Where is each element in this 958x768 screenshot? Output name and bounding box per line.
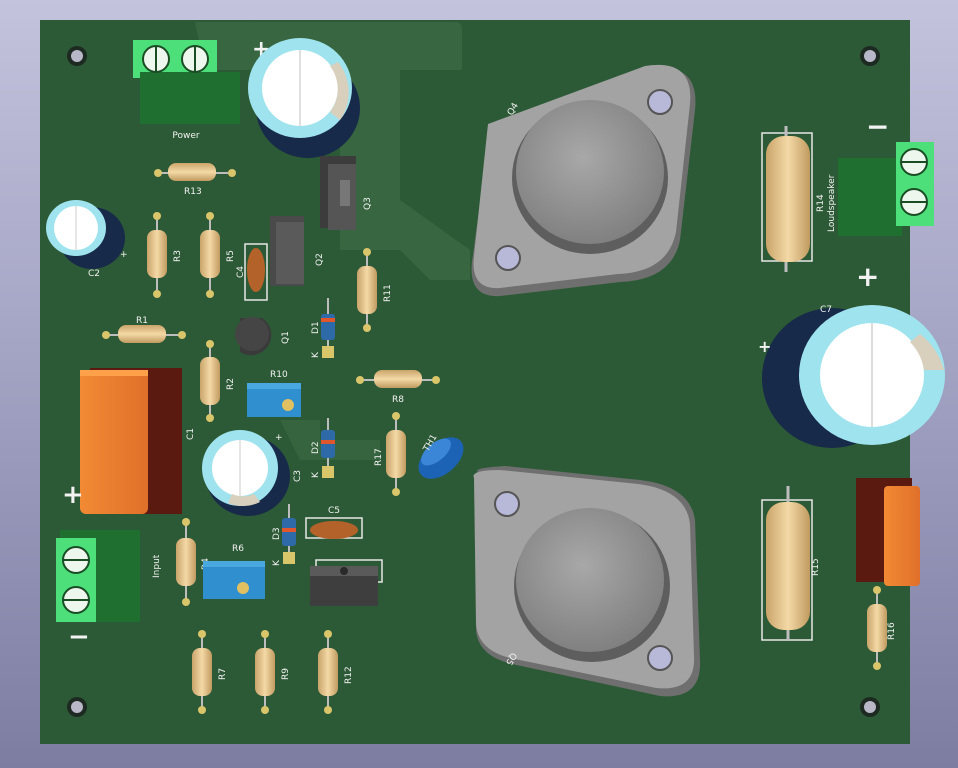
- power-label: Power: [172, 131, 200, 141]
- c7-label: C7: [820, 305, 832, 315]
- resistor-r16[interactable]: [867, 586, 887, 670]
- d1-label: D1: [311, 321, 321, 334]
- r8-label: R8: [392, 395, 404, 405]
- power-transistor-q5[interactable]: [473, 466, 701, 697]
- c2-plus: +: [120, 250, 128, 260]
- resistor-r9[interactable]: [255, 630, 275, 714]
- r13-label: R13: [184, 187, 202, 197]
- transistor-q1[interactable]: [235, 317, 272, 356]
- q3-label: Q3: [363, 197, 373, 210]
- capacitor-c5[interactable]: [305, 517, 363, 539]
- transistor-bottom[interactable]: [310, 559, 383, 606]
- capacitor-c4[interactable]: [244, 243, 268, 301]
- loudspeaker-minus-mark: −: [866, 110, 889, 143]
- c5-label: C5: [328, 506, 340, 516]
- r7-label: R7: [218, 668, 228, 680]
- r6-label: R6: [232, 544, 244, 554]
- transistor-q3[interactable]: [320, 156, 356, 230]
- mounting-holes: [67, 46, 880, 717]
- resistor-r2[interactable]: [200, 340, 220, 422]
- r9-label: R9: [281, 668, 291, 680]
- r17-label: R17: [374, 448, 384, 466]
- power-transistor-q4[interactable]: [471, 64, 696, 297]
- r10-label: R10: [270, 370, 288, 380]
- d3-label: D3: [272, 527, 282, 540]
- c2-label: C2: [88, 269, 100, 279]
- diode-d3[interactable]: [282, 504, 296, 564]
- thermistor-th1[interactable]: [411, 429, 471, 487]
- capacitor-c7[interactable]: [762, 305, 945, 448]
- r15-label: R15: [811, 558, 821, 576]
- input-terminal-block[interactable]: [56, 530, 140, 622]
- input-minus-mark: −: [68, 622, 90, 652]
- c1-plus-mark: +: [62, 480, 84, 510]
- resistor-r5[interactable]: [200, 212, 220, 298]
- transistor-q2[interactable]: [270, 216, 304, 286]
- loudspeaker-plus-mark: +: [856, 260, 879, 293]
- r2-label: R2: [226, 378, 236, 390]
- r3-label: R3: [173, 250, 183, 262]
- resistor-r14[interactable]: [761, 126, 813, 272]
- c4-label: C4: [236, 266, 246, 278]
- resistor-r17[interactable]: [386, 412, 406, 496]
- capacitor-right-film[interactable]: [856, 478, 920, 586]
- resistor-r11[interactable]: [357, 248, 377, 332]
- input-label: Input: [152, 554, 162, 578]
- trimmer-r6[interactable]: [203, 561, 265, 599]
- resistor-r1[interactable]: [102, 325, 186, 343]
- resistor-r15[interactable]: [761, 486, 813, 641]
- q1-label: Q1: [281, 331, 291, 344]
- r1-label: R1: [136, 316, 148, 326]
- capacitor-c2[interactable]: [46, 200, 125, 269]
- r11-label: R11: [383, 284, 393, 302]
- resistor-r3[interactable]: [147, 212, 167, 298]
- r16-label: R16: [887, 622, 897, 640]
- q2-label: Q2: [315, 253, 325, 266]
- resistor-r13[interactable]: [154, 163, 236, 181]
- resistor-r7[interactable]: [192, 630, 212, 714]
- diode-d1[interactable]: [321, 298, 335, 358]
- loudspeaker-terminal-block[interactable]: [838, 142, 934, 236]
- r14-label: R14: [816, 194, 826, 212]
- c3-label: C3: [293, 470, 303, 482]
- capacitor-c3[interactable]: [202, 430, 290, 516]
- r12-label: R12: [344, 666, 354, 684]
- d2-k-label: K: [311, 471, 321, 478]
- trimmer-r10[interactable]: [247, 383, 301, 417]
- resistor-r4[interactable]: [176, 518, 196, 606]
- capacitor-power[interactable]: [248, 38, 360, 158]
- d2-label: D2: [311, 441, 321, 454]
- resistor-r12[interactable]: [318, 630, 338, 714]
- c3-plus: +: [275, 433, 283, 443]
- loudspeaker-label: Loudspeaker: [827, 174, 837, 232]
- d3-k-label: K: [272, 559, 282, 566]
- r5-label: R5: [226, 250, 236, 262]
- power-terminal-block[interactable]: [133, 40, 240, 124]
- c7-plus-mark: +: [758, 337, 771, 356]
- resistor-r8[interactable]: [356, 370, 440, 388]
- diode-d2[interactable]: [321, 418, 335, 478]
- capacitor-c1[interactable]: [80, 368, 182, 514]
- c1-label: C1: [186, 428, 196, 440]
- d1-k-label: K: [311, 351, 321, 358]
